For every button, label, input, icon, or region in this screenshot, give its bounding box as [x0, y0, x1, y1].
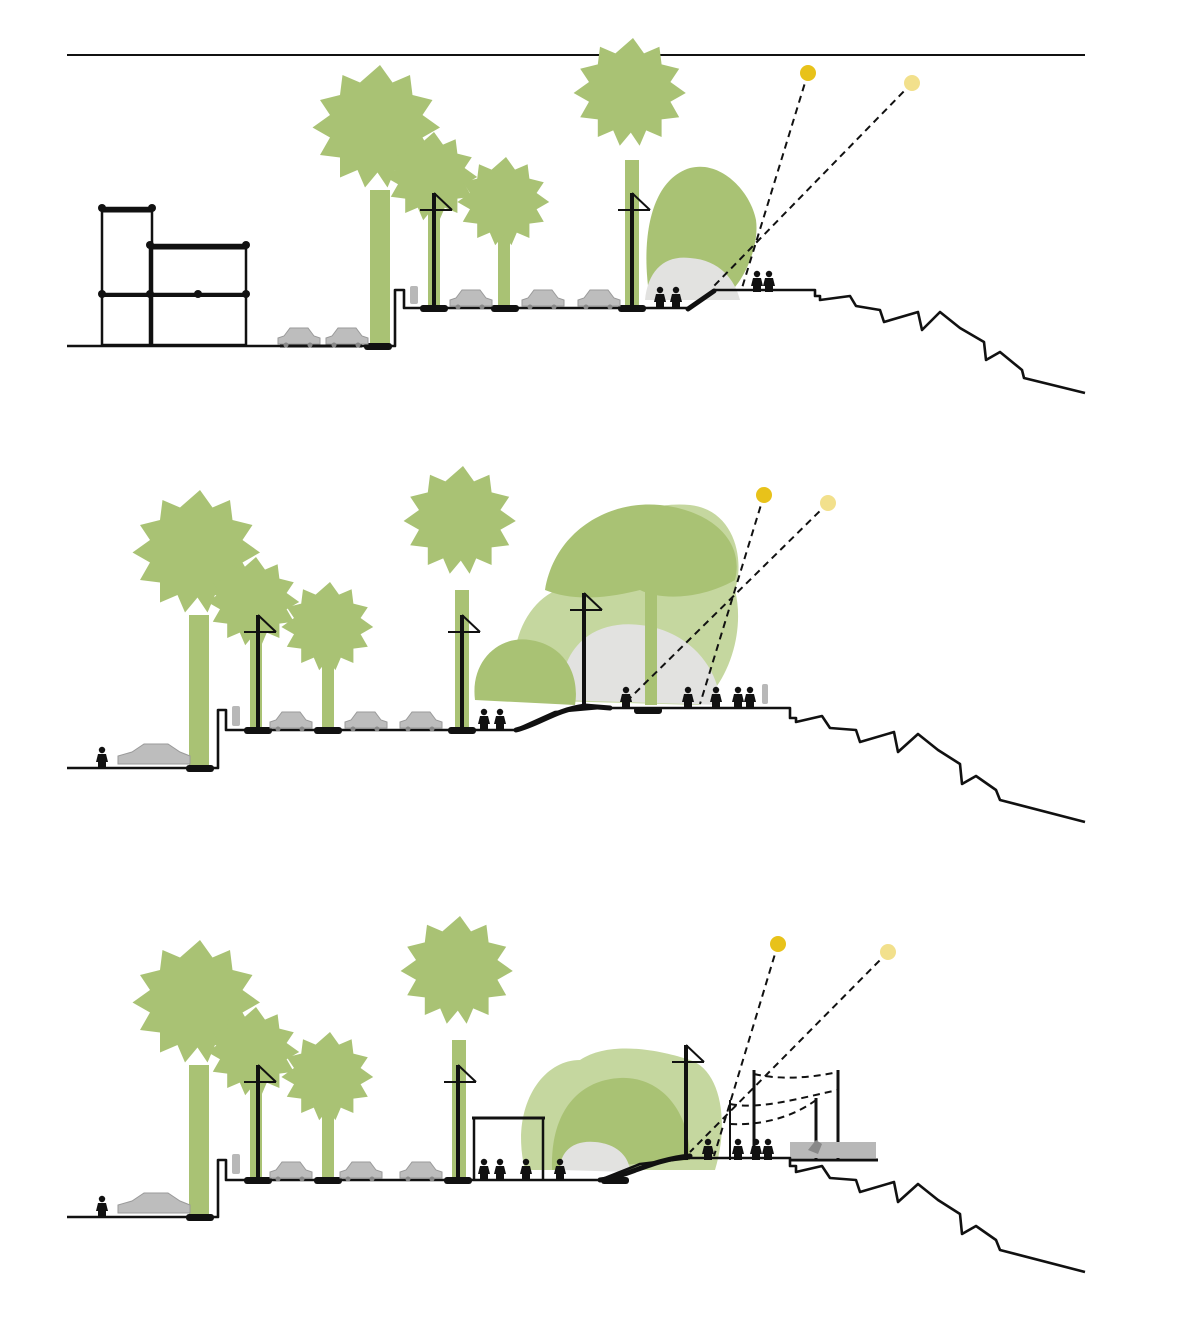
car: [399, 711, 443, 732]
ground-line: [67, 288, 1086, 395]
palm-tree-2: [207, 557, 300, 730]
utility-pole: [418, 191, 454, 310]
car: [449, 289, 493, 310]
car: [344, 711, 388, 732]
sun-high: [756, 487, 772, 503]
canopy-trees: [474, 504, 739, 705]
pedestrian: [96, 1195, 108, 1217]
utility-pole: [242, 613, 278, 732]
car: [117, 1192, 191, 1214]
palm-tree-3: [457, 157, 550, 308]
ground-line: [67, 706, 1086, 824]
section-3: [67, 916, 1086, 1274]
car: [577, 289, 621, 310]
car: [521, 289, 565, 310]
sun-high: [800, 65, 816, 81]
pergola: [729, 1070, 840, 1160]
palm-tree-2: [385, 132, 478, 308]
palm-tree-1: [132, 490, 260, 767]
utility-pole: [442, 1063, 478, 1182]
car: [269, 711, 313, 732]
bus-shelter: [472, 1116, 545, 1180]
utility-pole: [616, 191, 652, 310]
sun-low: [904, 75, 920, 91]
palm-tree-3: [281, 582, 374, 730]
palm-tree-3: [281, 1032, 374, 1180]
bench-platform: [790, 1140, 878, 1162]
palm-tree-1: [132, 940, 260, 1217]
utility-pole: [446, 613, 482, 732]
canopy-trees: [521, 1048, 722, 1172]
palm-tree-1: [312, 65, 440, 345]
palm-tree-2: [207, 1007, 300, 1180]
sun-low: [880, 944, 896, 960]
sun-high: [770, 936, 786, 952]
pedestrian: [96, 746, 108, 768]
sun-low: [820, 495, 836, 511]
building: [98, 204, 250, 347]
car: [339, 1161, 383, 1182]
car: [117, 743, 191, 765]
section-2: [67, 466, 1086, 824]
ground-line: [67, 1156, 1086, 1274]
car: [269, 1161, 313, 1182]
car: [399, 1161, 443, 1182]
tree-canopy-right: [645, 166, 757, 300]
section-1: [67, 37, 1086, 395]
utility-pole: [242, 1063, 278, 1182]
